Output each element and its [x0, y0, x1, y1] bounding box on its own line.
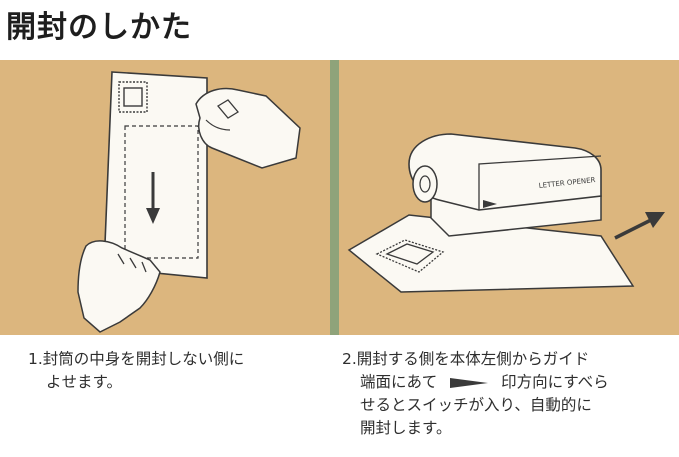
letter-sheet — [347, 214, 635, 293]
step1-number: 1. — [28, 350, 43, 368]
step1-line1: 1.封筒の中身を開封しない側に — [28, 350, 245, 368]
letter-contents-outline — [124, 125, 199, 259]
letter-opener-device — [408, 133, 602, 211]
hand-bottom-icon — [77, 240, 161, 333]
stamp-icon — [375, 239, 445, 273]
step1-line2: よせます。 — [46, 373, 122, 391]
device-wheel-icon — [412, 165, 438, 203]
device-arrow-mark — [483, 200, 497, 208]
step2-line3: せるとスイッチが入り、自動的に — [360, 396, 592, 414]
stamp-icon — [118, 81, 148, 113]
envelope — [103, 71, 208, 279]
page-title: 開封のしかた — [6, 10, 192, 45]
step2-caption: 2.開封する側を本体左側からガイド 端面にあて 印方向にすべら せるとスイッチが… — [342, 348, 677, 440]
step2-number: 2. — [342, 350, 357, 368]
hand-top-icon — [195, 87, 301, 169]
step2-illustration: LETTER OPENER — [339, 60, 679, 335]
direction-arrow-icon — [614, 218, 652, 240]
arrow-mark-icon — [450, 377, 489, 388]
step2-line2: 端面にあて 印方向にすべら — [360, 373, 609, 391]
step2-line4: 開封します。 — [360, 419, 452, 437]
step1-caption: 1.封筒の中身を開封しない側に よせます。 — [28, 348, 318, 394]
panel-divider — [330, 60, 339, 335]
step2-line1: 2.開封する側を本体左側からガイド — [342, 350, 590, 368]
step1-illustration — [0, 60, 330, 335]
